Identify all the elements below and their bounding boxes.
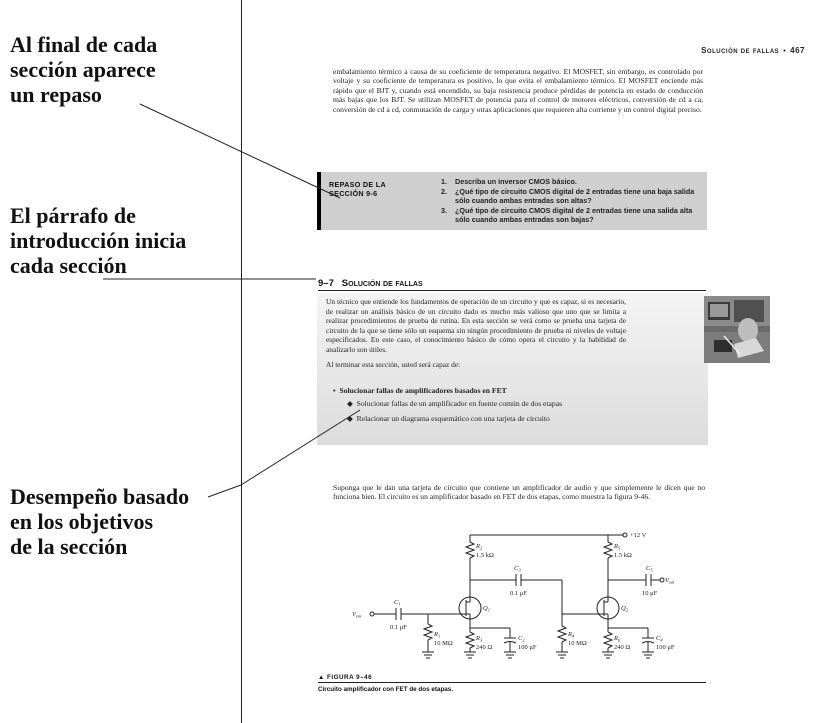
annotation-line: un repaso [10, 82, 102, 107]
review-question: 1.Describa un inversor CMOS básico. [441, 177, 577, 186]
amplifier-schematic: +12 V R2 1.5 kΩ R5 1.5 kΩ C3 0.1 μF C5 1… [352, 532, 675, 659]
objective-sub: ◆ Relacionar un diagrama esquemático con… [347, 414, 550, 423]
annotation-line: sección aparece [10, 57, 156, 82]
svg-text:Q1: Q1 [483, 605, 490, 613]
annotation-line: de la sección [10, 534, 128, 559]
c3-value: 0.1 μF [510, 590, 527, 597]
annotation-line: Desempeño basado [10, 484, 190, 509]
svg-text:R5: R5 [613, 543, 621, 551]
leader-line-objectives-a [207, 484, 242, 498]
svg-text:C4: C4 [656, 635, 663, 643]
annotation-line: introducción inicia [10, 228, 187, 253]
section-number: 9–7 [318, 278, 334, 289]
running-head-title: Solución de fallas [701, 46, 780, 55]
c4-value: 100 μF [656, 644, 675, 651]
c2-value: 100 μF [518, 644, 537, 651]
page-edge [241, 0, 242, 723]
intro-text-block: Un técnico que entiende los fundamentos … [326, 297, 696, 369]
r3-value: 240 Ω [476, 644, 492, 651]
svg-text:Vent: Vent [352, 611, 362, 619]
running-head: Solución de fallas•467 [701, 46, 805, 55]
annotation-line: Al final de cada [10, 32, 158, 57]
review-title: REPASO DE LA SECCIÓN 9-6 [329, 180, 386, 198]
annotation-line: El párrafo de [10, 203, 136, 228]
review-question: 3.¿Qué tipo de circuito CMOS digital de … [441, 206, 693, 224]
svg-text:C3: C3 [514, 565, 521, 573]
r2-value: 1.5 kΩ [476, 552, 494, 559]
svg-text:Q2: Q2 [621, 605, 629, 613]
figure-caption: ▲ FIGURA 9–46 Circuito amplificador con … [318, 674, 706, 693]
section-heading: 9–7 Solución de fallas [318, 278, 706, 291]
intro-paragraph: Un técnico que entiende los fundamentos … [326, 297, 626, 354]
intro-lead: Al terminar esta sección, usted será cap… [326, 359, 461, 369]
intro-box: Un técnico que entiende los fundamentos … [317, 293, 770, 445]
r5-value: 1.5 kΩ [614, 552, 632, 559]
objectives: • Solucionar fallas de amplificadores ba… [333, 386, 693, 429]
body-paragraph: embalamiento térmico a causa de su coefi… [333, 67, 703, 114]
svg-text:Vsal: Vsal [665, 577, 675, 585]
svg-text:C1: C1 [394, 599, 401, 607]
objective-sub: ◆ Solucionar fallas de un amplificador e… [347, 399, 563, 408]
svg-text:R1: R1 [433, 631, 440, 639]
svg-text:R2: R2 [475, 543, 483, 551]
vdd-label: +12 V [630, 532, 647, 539]
svg-text:R4: R4 [567, 631, 575, 639]
r1-value: 10 MΩ [434, 640, 453, 647]
section-review-box: REPASO DE LA SECCIÓN 9-6 1.Describa un i… [317, 172, 707, 230]
svg-text:R3: R3 [475, 635, 483, 643]
annotation-review: Al final de cada sección aparece un repa… [10, 32, 157, 107]
c1-value: 0.1 μF [390, 624, 407, 631]
review-questions: 1.Describa un inversor CMOS básico. 2.¿Q… [441, 177, 703, 225]
svg-text:R6: R6 [613, 635, 621, 643]
technician-photo [704, 296, 770, 363]
annotation-objectives: Desempeño basado en los objetivos de la … [10, 484, 189, 559]
body-paragraph-2: Suponga que le dan una tarjeta de circui… [333, 483, 705, 502]
annotation-line: cada sección [10, 253, 127, 278]
review-question: 2.¿Qué tipo de circuito CMOS digital de … [441, 187, 695, 205]
r6-value: 240 Ω [614, 644, 630, 651]
review-bar [317, 172, 321, 230]
figure-label: ▲ FIGURA 9–46 [318, 674, 706, 683]
svg-text:C2: C2 [518, 635, 525, 643]
running-head-bullet: • [783, 48, 787, 55]
page-number: 467 [790, 46, 805, 55]
c5-value: 10 μF [642, 590, 658, 597]
r4-value: 10 MΩ [568, 640, 587, 647]
annotation-line: en los objetivos [10, 509, 153, 534]
figure-caption-text: Circuito amplificador con FET de dos eta… [318, 686, 454, 693]
svg-text:C5: C5 [646, 565, 653, 573]
annotation-intro: El párrafo de introducción inicia cada s… [10, 203, 186, 278]
objective-main: • Solucionar fallas de amplificadores ba… [333, 386, 507, 395]
section-title: Solución de fallas [341, 278, 423, 289]
